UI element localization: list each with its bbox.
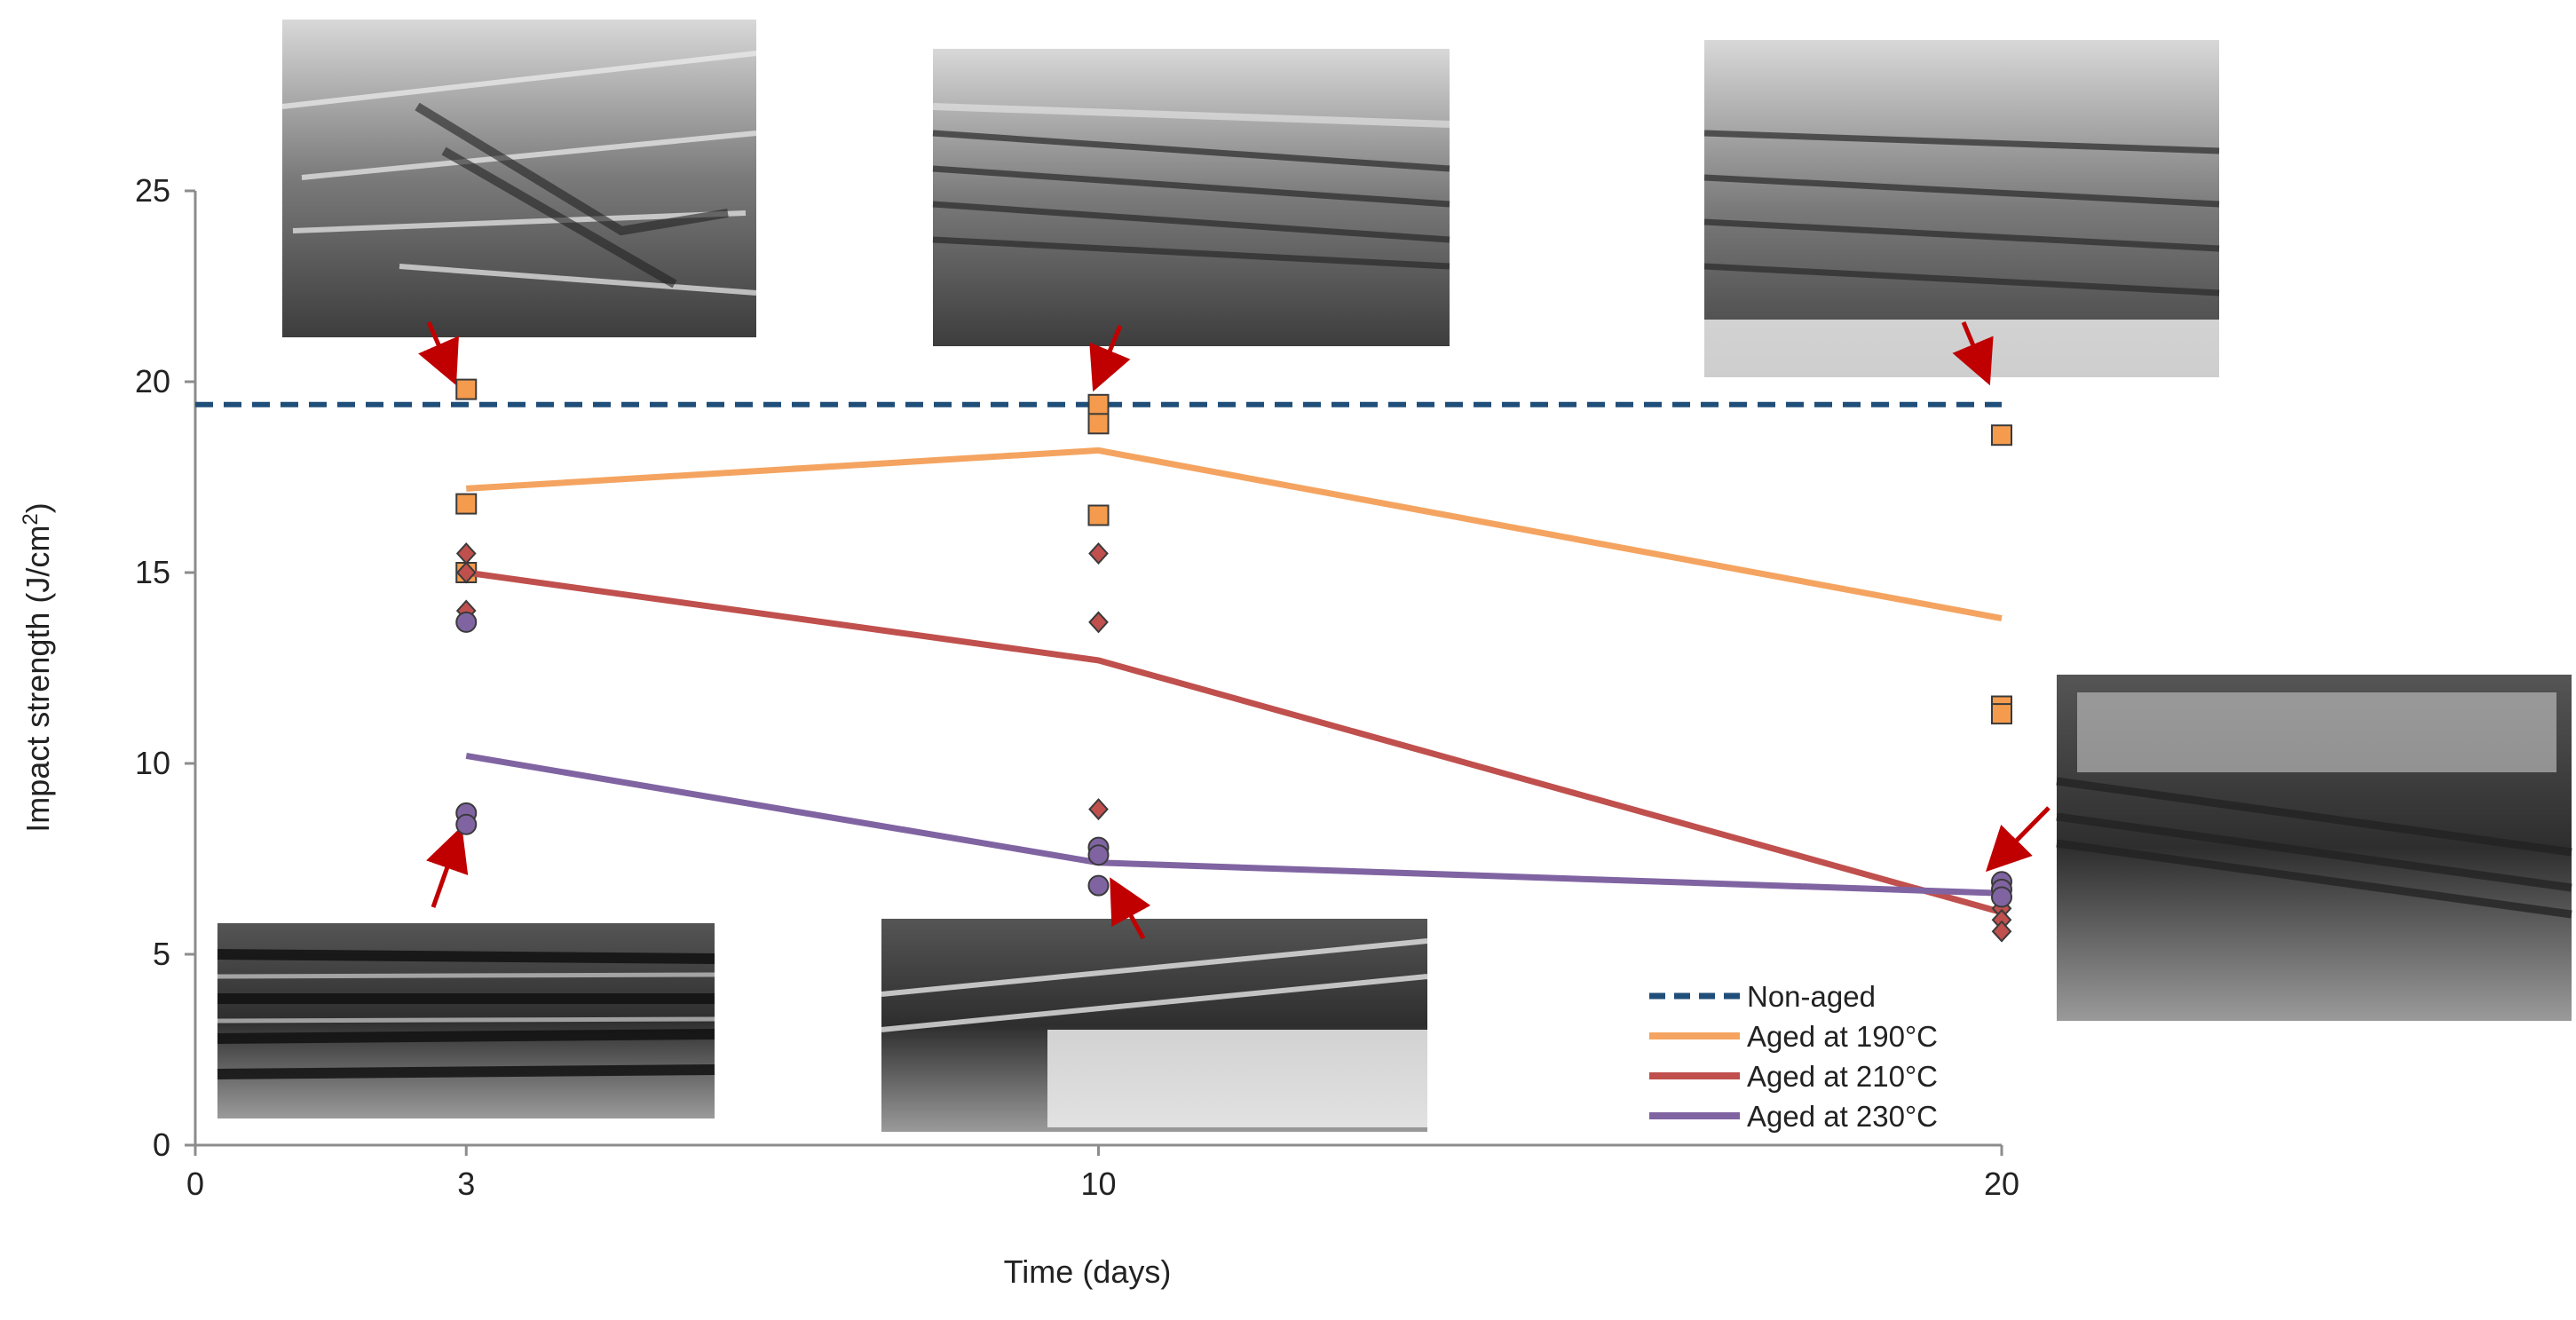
series-2 (455, 542, 2012, 943)
y-axis-ticks: 0 5 10 15 20 25 (135, 172, 195, 1163)
data-point (455, 378, 478, 400)
data-point (1991, 703, 2012, 725)
x-tick-label: 10 (1080, 1166, 1116, 1202)
photo-day20-aged230 (2056, 675, 2572, 1021)
arrow-day10-190 (1089, 325, 1131, 392)
series-layer (195, 378, 2012, 943)
series-line (466, 447, 2003, 622)
photo-day3-aged190 (281, 20, 757, 337)
photo-day3-aged230 (217, 923, 715, 1118)
series-3 (455, 611, 2012, 908)
legend-label-210: Aged at 210°C (1747, 1060, 1938, 1093)
legend-label-230: Aged at 230°C (1747, 1100, 1938, 1133)
data-point (455, 561, 477, 584)
data-point (1991, 424, 2012, 447)
data-point (455, 542, 477, 565)
legend-label-190: Aged at 190°C (1747, 1020, 1938, 1053)
arrow-day10-230 (1110, 877, 1151, 940)
y-tick-label: 5 (153, 936, 170, 972)
photo-day10-aged190 (932, 49, 1450, 346)
x-axis-ticks: 0 3 10 20 (186, 1145, 2019, 1202)
y-axis-title: Impact strength (J/cm2) (19, 502, 57, 832)
x-tick-label: 20 (1984, 1166, 2019, 1202)
data-point (455, 813, 478, 835)
data-point (1087, 844, 1110, 866)
x-tick-label: 3 (457, 1166, 475, 1202)
arrow-day20-190 (1952, 321, 1994, 386)
arrow-day20-230 (1985, 806, 2051, 873)
arrow-day3-190 (418, 321, 459, 386)
series-line (465, 752, 2003, 897)
y-tick-label: 10 (135, 745, 170, 781)
legend-label-non-aged: Non-aged (1747, 980, 1876, 1013)
data-point (455, 493, 478, 515)
data-point (1087, 504, 1110, 526)
x-axis-title: Time (days) (1004, 1253, 1172, 1290)
series-line (465, 569, 2003, 916)
data-point (1088, 798, 1109, 821)
y-tick-label: 25 (135, 172, 170, 209)
data-point (1991, 920, 2012, 943)
data-point (1087, 413, 1110, 435)
photo-day10-aged230 (881, 919, 1428, 1132)
annotation-arrows (418, 321, 2051, 940)
data-point (1088, 611, 1109, 634)
y-tick-label: 0 (153, 1126, 170, 1163)
y-tick-label: 15 (135, 554, 170, 590)
data-point (1088, 542, 1109, 565)
data-point (1087, 874, 1110, 897)
data-point (1991, 886, 2012, 908)
photo-day20-aged190 (1703, 40, 2220, 377)
x-tick-label: 0 (186, 1166, 204, 1202)
y-tick-label: 20 (135, 363, 170, 399)
data-point (1087, 393, 1110, 415)
data-point (455, 611, 478, 633)
arrow-day3-230 (426, 826, 469, 908)
legend: Non-aged Aged at 190°C Aged at 210°C Age… (1649, 980, 1938, 1133)
series-1 (455, 378, 2012, 725)
